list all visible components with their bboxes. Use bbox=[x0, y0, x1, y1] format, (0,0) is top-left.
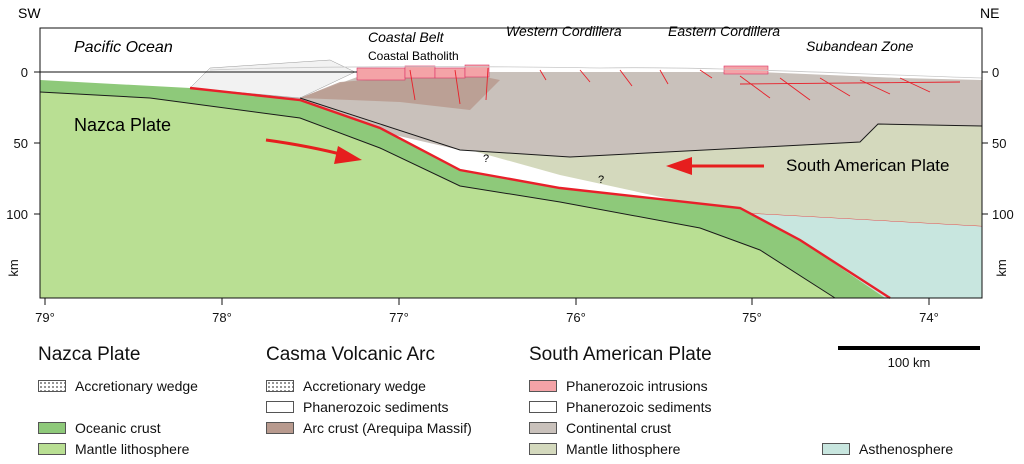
question-mark-2: ? bbox=[598, 174, 604, 186]
sa-mantle-lithosphere-region bbox=[330, 115, 982, 226]
depth-tick-0-left: 0 bbox=[21, 65, 28, 80]
legend-south-america-title: South American Plate bbox=[529, 344, 712, 365]
depth-tick-50-left: 50 bbox=[14, 136, 28, 151]
legend-nazca-title: Nazca Plate bbox=[38, 344, 141, 365]
legend-item: Mantle lithosphere bbox=[529, 441, 680, 457]
legend-label: Mantle lithosphere bbox=[566, 441, 681, 457]
western-cordillera-label: Western Cordillera bbox=[506, 23, 622, 39]
south-american-motion-arrow-icon bbox=[666, 157, 764, 175]
coastal-batholith-label: Coastal Batholith bbox=[368, 49, 459, 63]
legend-item: Asthenosphere bbox=[822, 441, 953, 457]
depth-tick-0-right: 0 bbox=[992, 65, 999, 80]
continental-crust-swatch-icon bbox=[529, 422, 557, 434]
legend-item: Phanerozoic sediments bbox=[529, 399, 712, 415]
depth-tick-100-left: 100 bbox=[6, 207, 28, 222]
eastern-cordillera-label: Eastern Cordillera bbox=[668, 23, 780, 39]
legend-item: Continental crust bbox=[529, 420, 671, 436]
subduction-interface-line bbox=[189, 86, 891, 300]
question-mark-1: ? bbox=[483, 153, 489, 165]
legend-label: Accretionary wedge bbox=[75, 378, 198, 394]
orientation-ne: NE bbox=[980, 5, 999, 21]
legend-label: Mantle lithosphere bbox=[75, 441, 190, 457]
legend-label: Phanerozoic intrusions bbox=[566, 378, 708, 394]
legend-label: Oceanic crust bbox=[75, 420, 161, 436]
legend-item: Accretionary wedge bbox=[38, 378, 198, 394]
accretionary-wedge-swatch-icon bbox=[266, 380, 294, 392]
subandean-zone-label: Subandean Zone bbox=[806, 38, 914, 54]
lon-tick-76: 76° bbox=[566, 310, 586, 325]
lon-tick-74: 74° bbox=[919, 310, 939, 325]
lon-tick-77: 77° bbox=[389, 310, 409, 325]
fault-lines bbox=[409, 67, 961, 105]
sediments-swatch-icon bbox=[266, 401, 294, 413]
sediments-swatch-icon bbox=[529, 401, 557, 413]
intrusions-swatch-icon bbox=[529, 380, 557, 392]
oceanic-crust-swatch-icon bbox=[38, 422, 66, 434]
nazca-mantle-lithosphere-region bbox=[40, 92, 835, 298]
nazca-plate-label: Nazca Plate bbox=[74, 115, 171, 135]
depth-unit-left: km bbox=[6, 259, 21, 276]
pacific-ocean-label: Pacific Ocean bbox=[74, 39, 173, 56]
legend-item: Phanerozoic intrusions bbox=[529, 378, 708, 394]
legend-item: Mantle lithosphere bbox=[38, 441, 189, 457]
lon-tick-79: 79° bbox=[35, 310, 55, 325]
depth-unit-right: km bbox=[994, 259, 1009, 276]
legend-label: Accretionary wedge bbox=[303, 378, 426, 394]
legend-item: Accretionary wedge bbox=[266, 378, 426, 394]
lon-tick-75: 75° bbox=[742, 310, 762, 325]
legend-item: Oceanic crust bbox=[38, 420, 161, 436]
legend-item: Phanerozoic sediments bbox=[266, 399, 449, 415]
south-american-plate-label: South American Plate bbox=[786, 156, 949, 175]
depth-tick-100-right: 100 bbox=[992, 207, 1014, 222]
orientation-sw: SW bbox=[18, 5, 41, 21]
nazca-motion-arrow-icon bbox=[265, 138, 362, 164]
arc-crust-region bbox=[300, 74, 500, 110]
scale-bar-label: 100 km bbox=[887, 355, 931, 370]
legend-label: Phanerozoic sediments bbox=[303, 399, 449, 415]
coastal-belt-label: Coastal Belt bbox=[368, 29, 445, 45]
accretionary-wedge-swatch-icon bbox=[38, 380, 66, 392]
legend-label: Asthenosphere bbox=[859, 441, 954, 457]
asthenosphere-swatch-icon bbox=[822, 443, 850, 455]
legend-label: Phanerozoic sediments bbox=[566, 399, 712, 415]
scale-bar bbox=[838, 346, 980, 350]
arc-crust-swatch-icon bbox=[266, 422, 294, 434]
legend-item: Arc crust (Arequipa Massif) bbox=[266, 420, 472, 436]
legend-label: Continental crust bbox=[566, 420, 672, 436]
mantle-lithosphere-swatch-icon bbox=[38, 443, 66, 455]
legend-label: Arc crust (Arequipa Massif) bbox=[303, 420, 472, 436]
legend-casma-title: Casma Volcanic Arc bbox=[266, 344, 435, 365]
sa-mantle-swatch-icon bbox=[529, 443, 557, 455]
cross-section-diagram: 0 50 100 0 50 100 km km 79° 78° 77° 76° … bbox=[6, 5, 1014, 325]
lon-tick-78: 78° bbox=[212, 310, 232, 325]
depth-tick-50-right: 50 bbox=[992, 136, 1006, 151]
